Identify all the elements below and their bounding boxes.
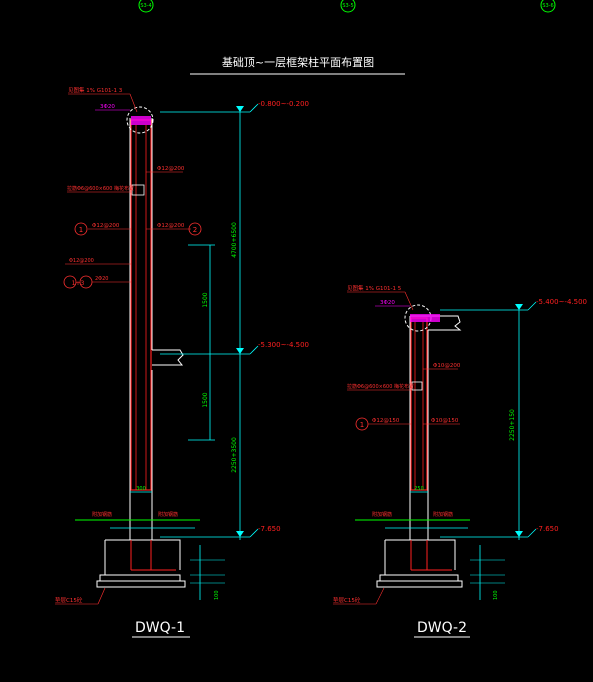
right-elev-bottom: -7.650 — [536, 525, 559, 533]
right-cap-label: 见图集 1% G101-1 5 — [347, 284, 402, 292]
left-elev-top: -0.800~-0.200 — [258, 100, 309, 108]
wall-dwq-1: 附加钢筋 附加钢筋 300 -0.800~-0.200 -5.300~-4.50… — [55, 86, 309, 638]
marker-s3-5: S3-5 — [342, 3, 353, 9]
left-circle-13: 1+3 — [72, 280, 85, 287]
left-side-dim: 100 — [214, 590, 220, 600]
right-add-bar-label-b: 附加钢筋 — [433, 511, 453, 518]
svg-text:2Φ20: 2Φ20 — [95, 276, 108, 282]
left-thickness: 300 — [136, 486, 146, 492]
left-bar-left: Φ12@200 — [92, 223, 120, 229]
left-span-upper: 4700+6500 — [231, 222, 238, 258]
svg-text:Φ12@200: Φ12@200 — [69, 258, 94, 264]
right-tie-note: 拉筋Φ6@600×600 梅花布置 — [347, 383, 414, 390]
wall-dwq-2: 附加钢筋 附加钢筋 250 -5.400~-4.500 -7.650 2250+… — [333, 284, 587, 638]
left-span-lower: 2250+3500 — [231, 437, 238, 473]
right-side-dim: 100 — [493, 590, 499, 600]
top-markers: S3-4 S3-5 S3-6 — [138, 0, 556, 13]
right-add-bar-label-a: 附加钢筋 — [372, 511, 392, 518]
left-circle-1 — [74, 222, 88, 236]
right-span: 2250+150 — [509, 409, 516, 441]
right-bottom-note: 垫层C15砼 — [333, 596, 361, 604]
left-bar-right: Φ12@200 — [157, 223, 185, 229]
left-add-bar-label-a: 附加钢筋 — [92, 511, 112, 518]
left-circle-2 — [188, 222, 202, 236]
left-tie-note: 拉筋Φ6@600×600 梅花布置 — [67, 185, 134, 192]
right-thickness: 250 — [414, 486, 424, 492]
right-cap-bar: 3Φ20 — [380, 300, 395, 306]
left-bottom-note: 垫层C15砼 — [55, 596, 83, 604]
right-bar-left: Φ12@150 — [372, 418, 400, 424]
marker-s3-6: S3-6 — [542, 3, 553, 9]
left-cap-label: 见图集 1% G101-1 3 — [68, 86, 123, 94]
svg-text:1: 1 — [360, 421, 364, 429]
drawing-title: 基础顶~一层框架柱平面布置图 — [222, 55, 374, 69]
left-cap-bar: 3Φ20 — [100, 104, 115, 110]
left-elev-bottom: -7.650 — [258, 525, 281, 533]
svg-text:2: 2 — [193, 226, 197, 234]
marker-s3-4: S3-4 — [140, 3, 151, 9]
right-horiz-bar: Φ10@200 — [433, 363, 461, 369]
left-horiz-bar: Φ12@200 — [157, 166, 185, 172]
right-wall-name: DWQ-2 — [417, 620, 467, 636]
right-bar-right: Φ10@150 — [431, 418, 459, 424]
svg-text:1: 1 — [79, 226, 83, 234]
left-wall-name: DWQ-1 — [135, 620, 185, 636]
left-dim-1500-b: 1500 — [202, 392, 209, 407]
right-elev-top: -5.400~-4.500 — [536, 298, 587, 306]
left-dim-1500-a: 1500 — [202, 292, 209, 307]
left-add-bar-label-b: 附加钢筋 — [158, 511, 178, 518]
left-elev-mid: -5.300~-4.500 — [258, 341, 309, 349]
